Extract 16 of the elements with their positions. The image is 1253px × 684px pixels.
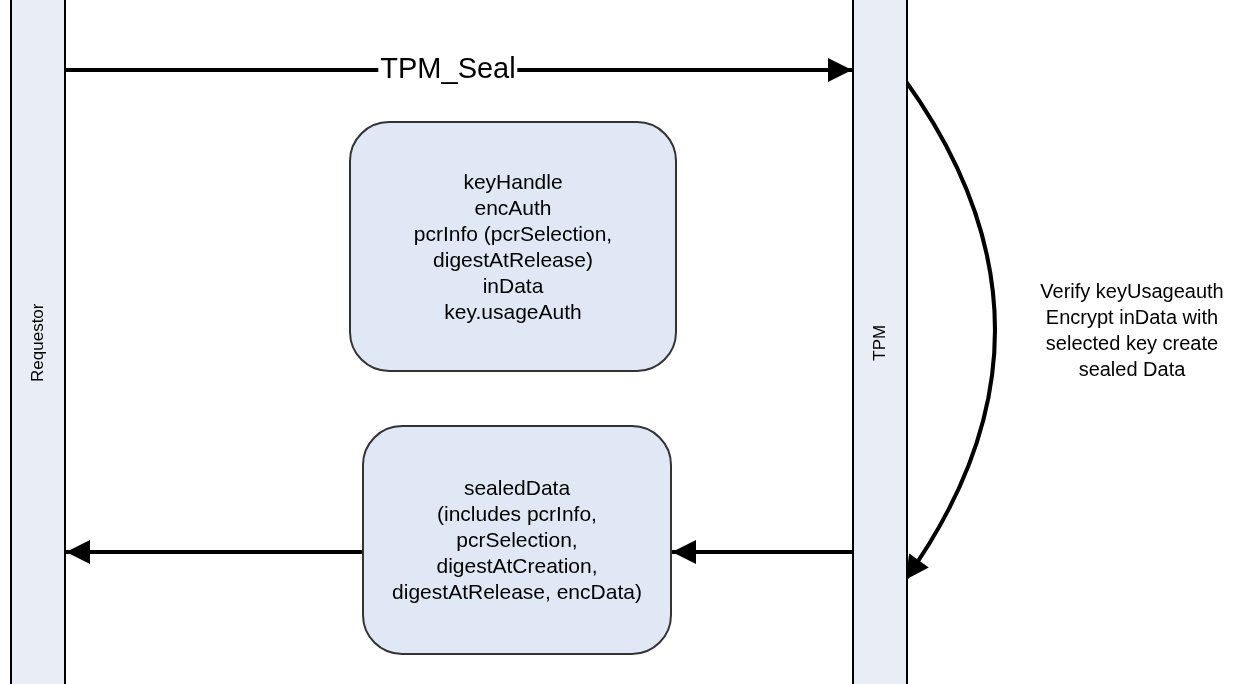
parameter-text: key.usageAuth: [444, 298, 582, 325]
parameter-text: encAuth: [474, 194, 552, 221]
lifeline-bar: [852, 0, 908, 684]
parameter-text: inData: [482, 272, 544, 299]
message-box: [362, 425, 672, 655]
parameter-text: keyHandle: [463, 168, 563, 195]
lifeline-label: Requestor: [27, 303, 49, 383]
lifeline-bar: [10, 0, 66, 684]
arrow: [672, 540, 852, 564]
message-box: [349, 121, 677, 372]
parameter-text: (includes pcrInfo, pcrSelection, digestAtCreation, digestAtRelease, encData): [391, 501, 643, 605]
parameter-text: sealedData: [463, 475, 571, 501]
parameter-text: pcrInfo (pcrSelection, digestAtRelease): [412, 220, 614, 273]
edge-label: Verify keyUsageauth Encrypt inData with selected key create sealed Data: [1039, 279, 1225, 382]
lifeline-label: TPM: [869, 325, 891, 361]
arrow: [66, 540, 362, 564]
